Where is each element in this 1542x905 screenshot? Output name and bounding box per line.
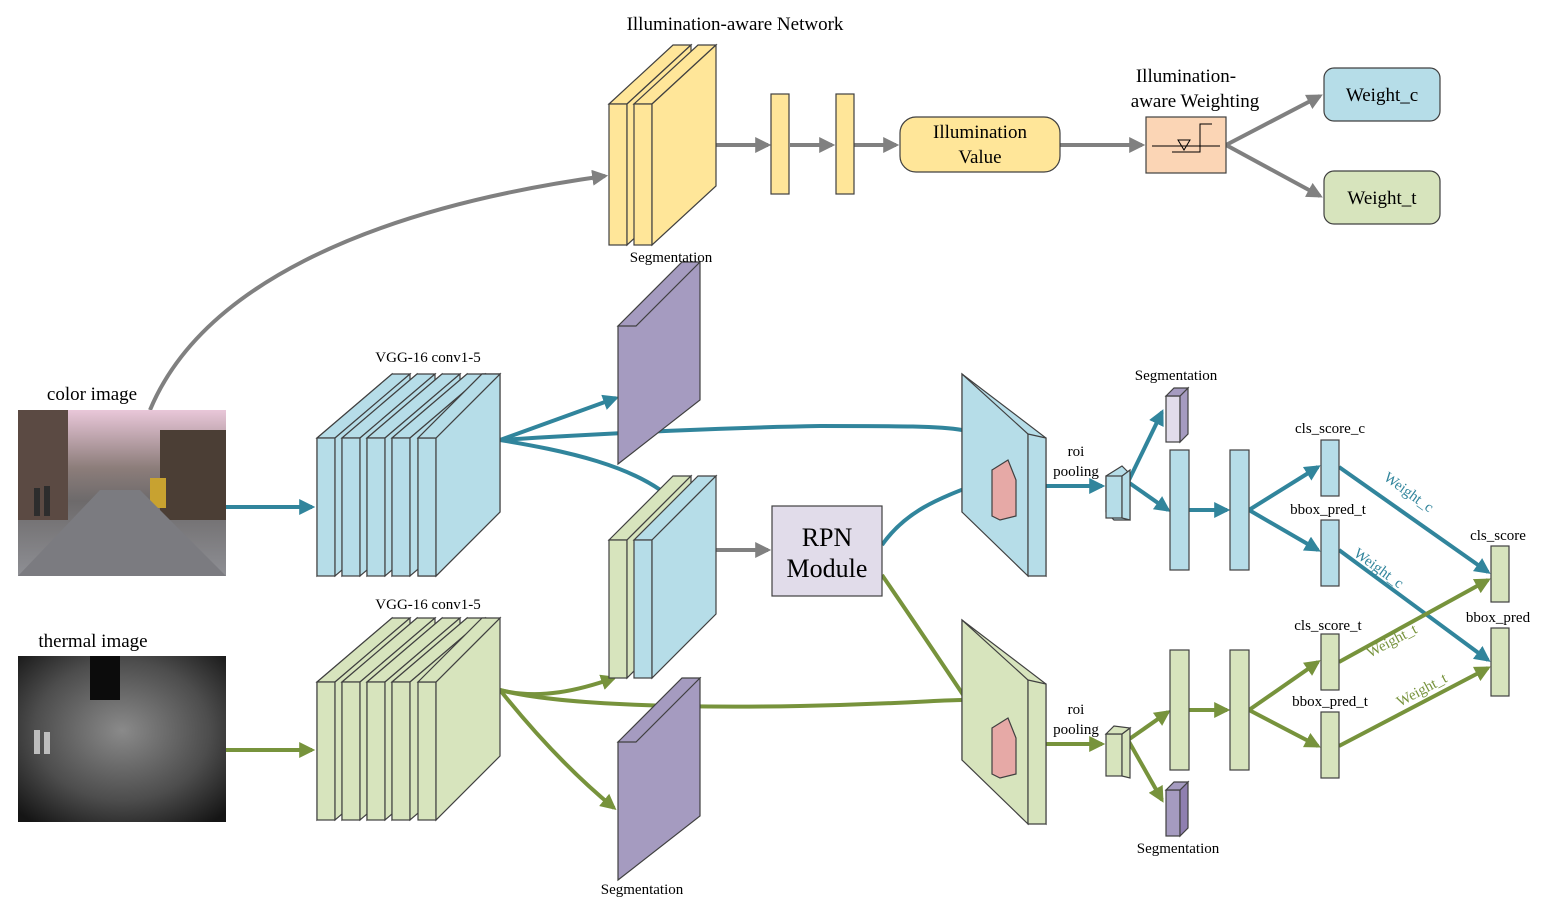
arrow-pool-t-seg — [1126, 739, 1164, 803]
vgg-color-label: VGG-16 conv1-5 — [375, 350, 480, 366]
weight-c-box — [1323, 67, 1441, 122]
fc-color-1 — [1169, 449, 1190, 571]
illum-fc1 — [770, 93, 790, 195]
color-image — [18, 410, 226, 576]
cls-score-t-box — [1320, 633, 1340, 691]
roi-bottom-line2: pooling — [1053, 722, 1099, 738]
small-seg-block-top — [1164, 386, 1190, 444]
arrow-bbox-c-to-bbox — [1337, 548, 1491, 662]
pool-block-color — [1105, 465, 1131, 521]
color-image-label: color image — [47, 384, 137, 405]
cls-score-box — [1490, 545, 1510, 603]
line-vgg-c-to-roi — [499, 423, 963, 442]
roi-bottom-line1: roi — [1068, 702, 1085, 718]
illumination-feature-block — [607, 43, 718, 247]
pool-block-thermal — [1104, 725, 1132, 779]
arrow-vgg-t-to-fusion — [499, 674, 618, 697]
arrow-vgg-c-to-fusion — [499, 438, 681, 508]
illumination-value-box — [899, 116, 1061, 173]
thermal-image-label: thermal image — [38, 631, 147, 652]
roi-feature-map-thermal — [961, 618, 1047, 826]
fc-thermal-1 — [1169, 649, 1190, 771]
bbox-pred-box — [1490, 627, 1510, 697]
cls-score-t-label: cls_score_t — [1294, 618, 1362, 634]
vgg-thermal-label: VGG-16 conv1-5 — [375, 597, 480, 613]
line-vgg-t-to-roi — [499, 688, 963, 709]
vgg-color-stack — [315, 372, 502, 578]
fc-color-2 — [1229, 449, 1250, 571]
weight-t-box — [1323, 170, 1441, 225]
bbox-pred-t-box — [1320, 711, 1340, 779]
illumination-value-line1: Illumination — [933, 122, 1027, 143]
arrow-vgg-c-to-seg — [499, 394, 620, 442]
illumination-weighting-box — [1145, 116, 1227, 174]
weighting-label-line2: aware Weighting — [1131, 91, 1260, 112]
cls-score-c-box — [1320, 439, 1340, 497]
weight-c-edge-label-1: Weight_c — [1381, 470, 1437, 517]
weighting-label-line1: Illumination- — [1136, 66, 1236, 87]
arrow-pool-c-fc1 — [1126, 480, 1171, 512]
fc-thermal-2 — [1229, 649, 1250, 771]
weight-c-edge-label-2: Weight_c — [1351, 546, 1407, 593]
rpn-line1: RPN — [802, 523, 853, 552]
thermal-image — [18, 656, 226, 822]
bbox-pred-t-label: bbox_pred_t — [1292, 694, 1369, 710]
rpn-line2: Module — [787, 554, 868, 583]
bbox-pred-c-box — [1320, 519, 1340, 587]
arrow-cls-t-to-cls — [1338, 578, 1491, 664]
arrow-fc-c-cls — [1247, 465, 1321, 512]
bbox-pred-c-label: bbox_pred_t — [1290, 502, 1367, 518]
arrow-fc-c-bbox — [1247, 508, 1321, 552]
vgg-thermal-stack — [315, 616, 502, 822]
arrow-fc-t-bbox — [1248, 708, 1321, 748]
cls-score-label: cls_score — [1470, 528, 1526, 544]
roi-top-line1: roi — [1068, 444, 1085, 460]
segmentation-top-block — [616, 260, 702, 466]
roi-top-line2: pooling — [1053, 464, 1099, 480]
diagram-title: Illumination-aware Network — [627, 14, 844, 35]
arrow-color-to-illumination — [148, 169, 609, 411]
illumination-value-line2: Value — [958, 147, 1001, 168]
arrow-pool-t-fc1 — [1126, 710, 1171, 742]
illum-segmentation-label: Segmentation — [630, 250, 713, 266]
illum-fc2 — [835, 93, 855, 195]
roi-feature-map-color — [961, 372, 1047, 578]
arrow-weight-c — [1225, 94, 1323, 147]
connections — [148, 94, 1491, 811]
arrow-cls-c-to-cls — [1337, 465, 1491, 574]
right-bottom-segmentation-label: Segmentation — [1137, 841, 1220, 857]
mid-segmentation-label: Segmentation — [601, 882, 684, 898]
arrow-weight-t — [1225, 143, 1323, 198]
right-top-segmentation-label: Segmentation — [1135, 368, 1218, 384]
arrow-vgg-t-to-seg — [498, 688, 617, 811]
bbox-pred-label: bbox_pred — [1466, 610, 1531, 626]
segmentation-bottom-block — [616, 676, 702, 882]
cls-score-c-label: cls_score_c — [1295, 421, 1365, 437]
arrow-pool-c-seg — [1126, 409, 1164, 483]
weight-t-label: Weight_t — [1347, 188, 1417, 209]
weight-c-label: Weight_c — [1346, 85, 1418, 106]
arrow-bbox-t-to-bbox — [1338, 666, 1491, 748]
arrow-fc-t-cls — [1247, 660, 1321, 712]
small-seg-block-bottom — [1164, 780, 1190, 838]
fused-feature-block — [607, 474, 718, 680]
rpn-module-box — [771, 505, 883, 597]
